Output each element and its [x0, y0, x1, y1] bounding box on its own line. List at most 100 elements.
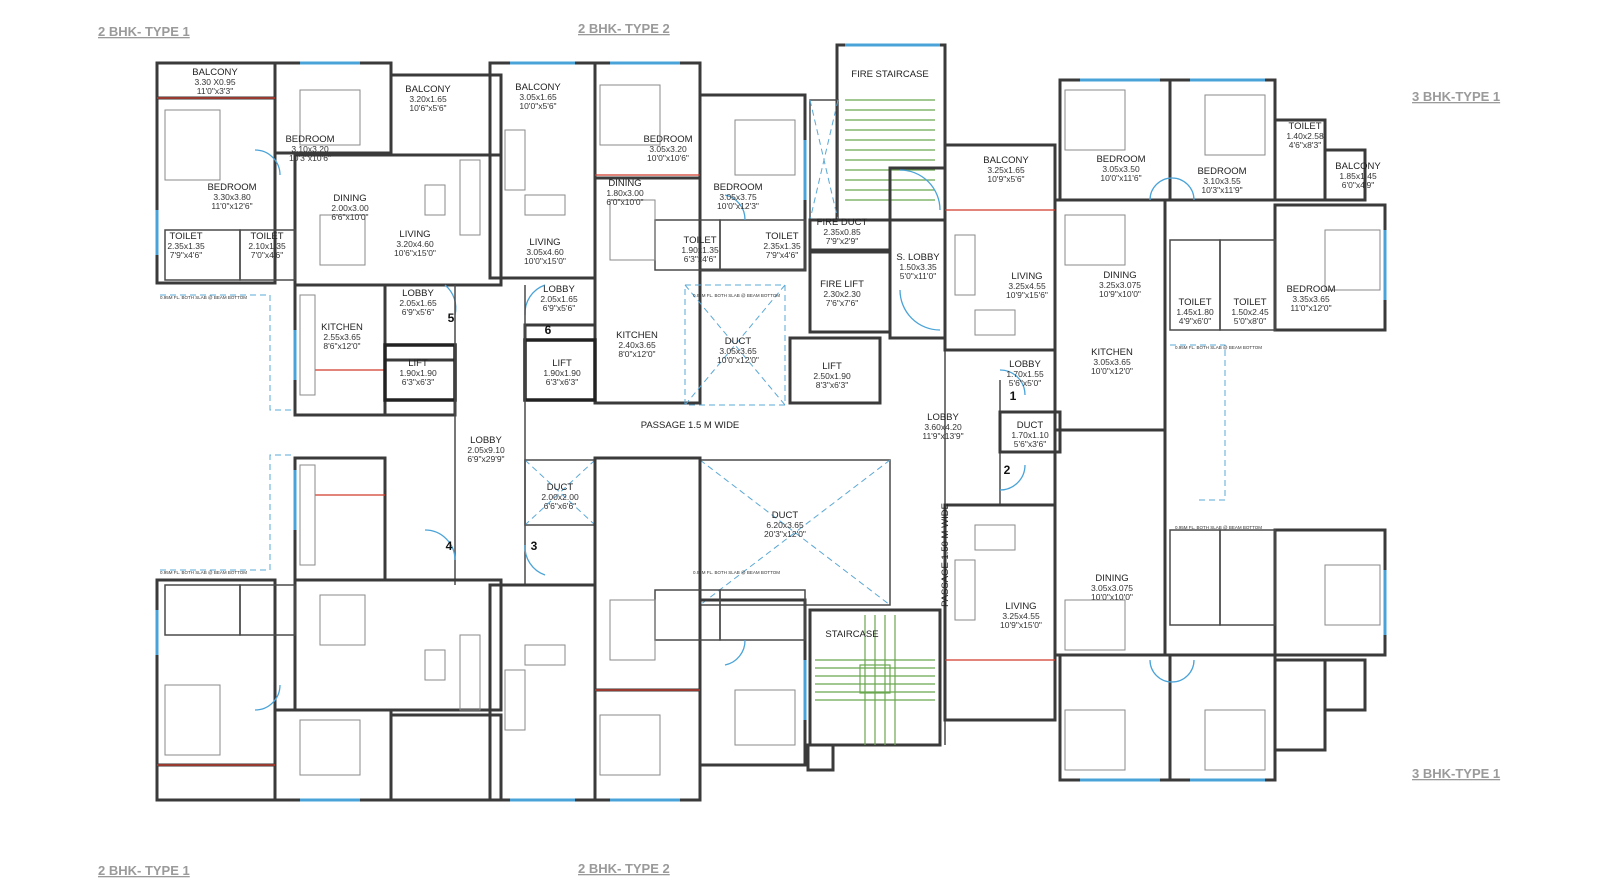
room-name: LIFT [408, 358, 428, 369]
beam-note: 0.95M FL. BOTH SLAB @ BEAM BOTTOM [1175, 525, 1262, 530]
staircase-steps [815, 615, 935, 745]
room-name: DUCT [725, 336, 752, 347]
room-dimension-imperial: 10'3"x11'9" [1201, 185, 1242, 195]
room-dimension: 1.40x2.58 [1286, 131, 1324, 141]
room-dimension-imperial: 11'0"x12'0" [1290, 303, 1331, 313]
title-2bhk-type2-bottom: 2 BHK- TYPE 2 [578, 861, 670, 876]
room-dimension-imperial: 11'0"x12'6" [211, 201, 252, 211]
room-dimension: 2.05x1.65 [399, 298, 437, 308]
room-dimension: 1.50x2.45 [1231, 307, 1269, 317]
room-dimension-imperial: 8'6"x12'0" [323, 341, 360, 351]
room-dimension: 2.05x9.10 [467, 445, 505, 455]
unit-3bhk-type1-top [943, 78, 1387, 501]
room-dimension: 1.90x1.90 [399, 368, 437, 378]
room-dimension-imperial: 6'3"x6'3" [546, 377, 578, 387]
unit-3bhk-type1-bottom [943, 428, 1387, 782]
room-name: TOILET [765, 231, 798, 242]
room-dimension: 1.80x3.00 [606, 188, 644, 198]
room-dimension: 1.70x1.10 [1011, 430, 1049, 440]
room-dimension: 3.20x4.60 [396, 239, 434, 249]
room-name: TOILET [1178, 297, 1211, 308]
room-dimension: 1.50x3.35 [899, 262, 937, 272]
beam-note: 0.95M FL. BOTH SLAB @ BEAM BOTTOM [160, 570, 247, 575]
room-dimension-imperial: 6'9"x5'6" [543, 303, 575, 313]
passage-horizontal-label: PASSAGE 1.5 M WIDE [641, 420, 740, 431]
room-name: KITCHEN [616, 330, 658, 341]
lobby-number-5: 5 [448, 311, 455, 325]
title-3bhk-type1-bottom: 3 BHK-TYPE 1 [1412, 766, 1500, 781]
room-name: LOBBY [470, 435, 502, 446]
room-dimension-imperial: 5'6"x5'0" [1009, 378, 1041, 388]
lobby-number-4: 4 [446, 539, 453, 553]
room-dimension: 1.85x1.45 [1339, 171, 1377, 181]
room-dimension: 3.10x3.20 [291, 144, 329, 154]
title-2bhk-type1-bottom: 2 BHK- TYPE 1 [98, 863, 190, 878]
room-dimension: 3.05x4.60 [526, 247, 564, 257]
room-dimension: 2.35x1.35 [763, 241, 801, 251]
room-dimension: 2.50x1.90 [813, 371, 851, 381]
lobby-number-2: 2 [1004, 463, 1011, 477]
passage-vertical-label: PASSAGE 1.50 M WIDE [940, 503, 951, 607]
room-name: DINING [608, 178, 641, 189]
room-name: LOBBY [543, 284, 575, 295]
core [454, 43, 1001, 772]
room-dimension: 2.10x1.35 [248, 241, 286, 251]
room-dimension-imperial: 10'9"x5'6" [987, 174, 1024, 184]
room-dimension-imperial: 10'0"x11'6" [1100, 173, 1141, 183]
room-dimension-imperial: 8'3"x6'3" [816, 380, 848, 390]
room-name: BALCONY [192, 67, 238, 78]
beam-note: 0.95M FL. BOTH SLAB @ BEAM BOTTOM [1175, 345, 1262, 350]
beam-note: 0.95M FL. BOTH SLAB @ BEAM BOTTOM [693, 293, 780, 298]
lobby-number-3: 3 [531, 539, 538, 553]
room-dimension-imperial: 10'0"x12'3" [717, 201, 759, 211]
room-name: TOILET [250, 231, 283, 242]
room-dimension-imperial: 7'9"x4'6" [170, 250, 202, 260]
room-name: BEDROOM [713, 182, 762, 193]
room-name: LOBBY [1009, 359, 1041, 370]
title-2bhk-type1-top: 2 BHK- TYPE 1 [98, 24, 190, 39]
room-name: LOBBY [927, 412, 959, 423]
room-dimension-imperial: 10'0"x15'0" [524, 256, 566, 266]
room-dimension: 3.30x3.80 [213, 192, 251, 202]
room-dimension-imperial: 10'3"x10'6" [289, 153, 331, 163]
room-dimension-imperial: 5'0"x8'0" [1234, 316, 1266, 326]
room-name: BEDROOM [285, 134, 334, 145]
room-dimension-imperial: 6'9"x29'9" [467, 454, 504, 464]
title-3bhk-type1-top: 3 BHK-TYPE 1 [1412, 89, 1500, 104]
room-dimension: 2.00x2.00 [541, 492, 579, 502]
room-dimension-imperial: 6'6"x6'6" [544, 501, 576, 511]
room-name: BEDROOM [1096, 154, 1145, 165]
room-name: BALCONY [983, 155, 1029, 166]
room-name: FIRE STAIRCASE [851, 69, 928, 80]
room-dimension-imperial: 7'6"x7'6" [826, 298, 858, 308]
room-dimension-imperial: 6'0"x10'0" [606, 197, 643, 207]
room-dimension-imperial: 10'0"x10'0" [1091, 592, 1133, 602]
room-dimension: 2.35x1.35 [167, 241, 205, 251]
room-name: BEDROOM [643, 134, 692, 145]
room-name: KITCHEN [1091, 347, 1133, 358]
room-name: DUCT [547, 482, 574, 493]
room-dimension-imperial: 8'0"x12'0" [618, 349, 655, 359]
room-dimension-imperial: 6'3"x4'6" [684, 254, 716, 264]
